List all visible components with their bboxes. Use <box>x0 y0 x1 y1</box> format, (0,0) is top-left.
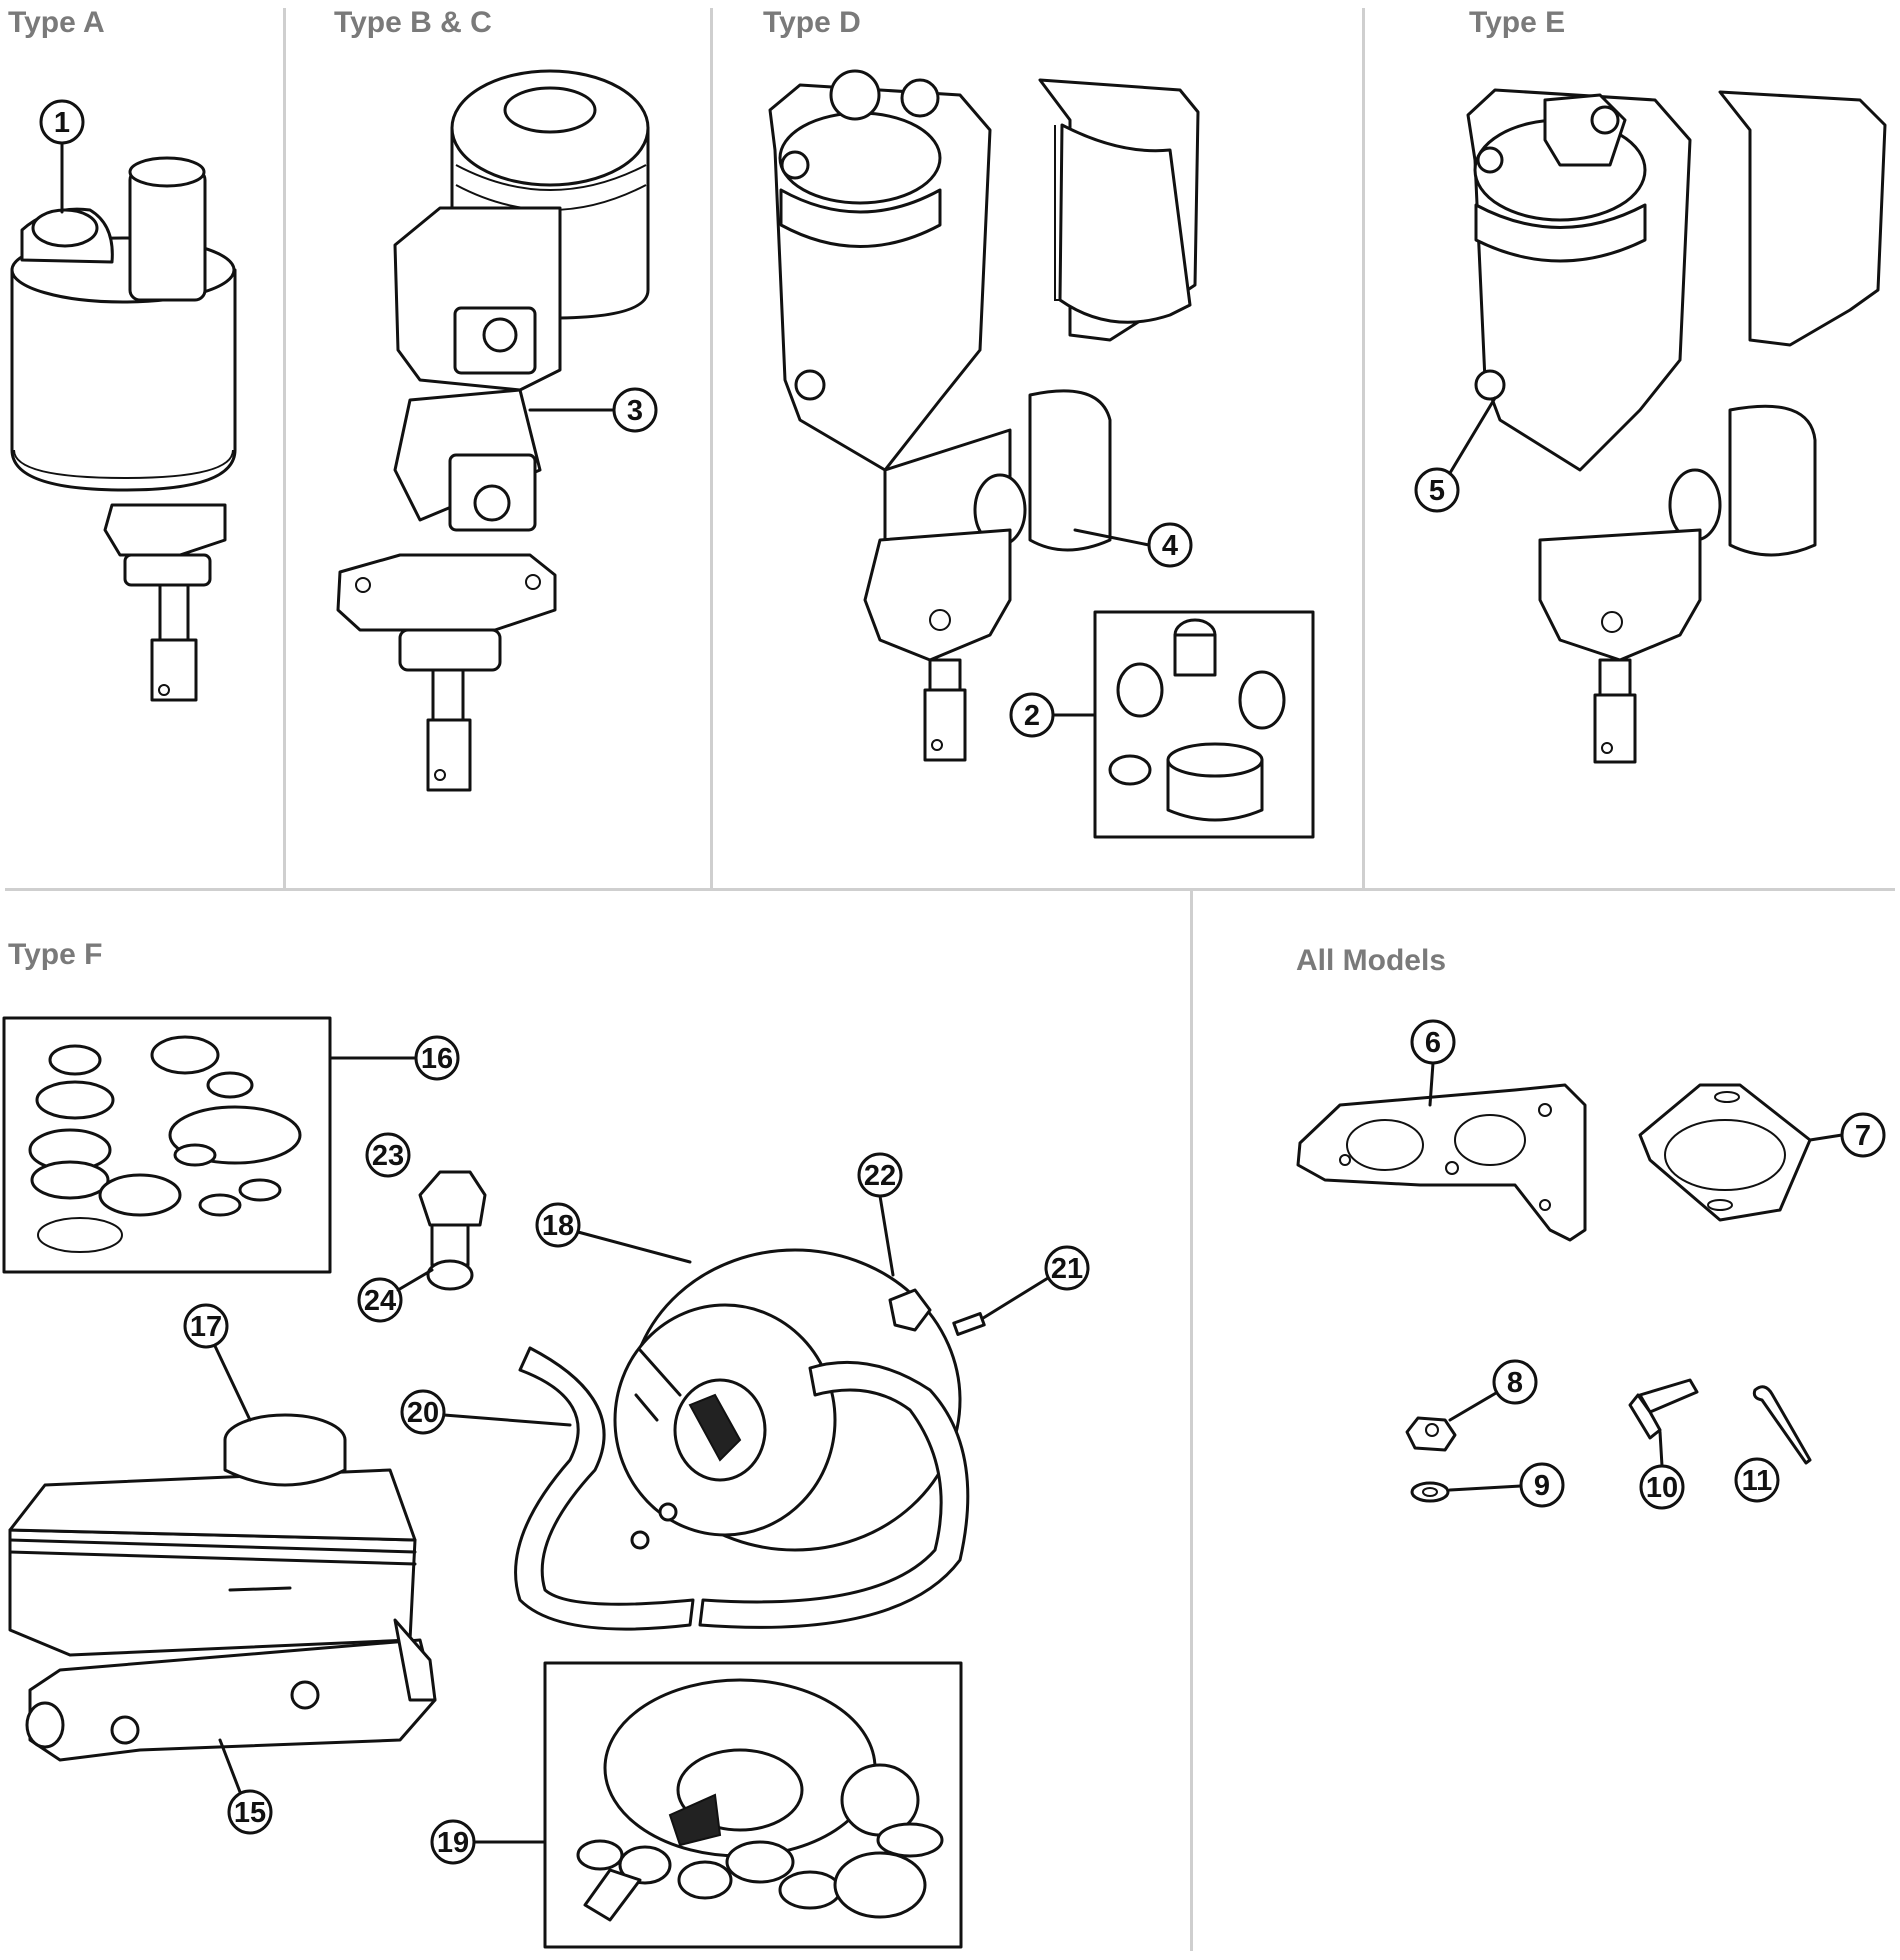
svg-text:22: 22 <box>864 1160 896 1192</box>
divider-d-e <box>1362 8 1365 888</box>
callout-2: 2 <box>1009 692 1097 738</box>
section-title-all-models: All Models <box>1296 944 1447 977</box>
brake-servo-18 <box>613 1248 962 1552</box>
gasket-7 <box>1638 1083 1812 1222</box>
callout-22: 22 <box>857 1152 903 1277</box>
svg-text:23: 23 <box>372 1140 404 1172</box>
master-cylinder-type-bc <box>336 69 650 792</box>
svg-text:11: 11 <box>1742 1465 1773 1497</box>
callout-9: 9 <box>1448 1462 1565 1508</box>
section-title-type-a: Type A <box>8 6 105 39</box>
vacuum-hose-20 <box>514 1346 970 1631</box>
svg-text:6: 6 <box>1425 1027 1441 1059</box>
callout-21: 21 <box>952 1245 1090 1336</box>
callout-20: 20 <box>400 1389 572 1435</box>
split-pin-11 <box>1752 1385 1812 1465</box>
callout-8: 8 <box>1448 1359 1538 1422</box>
svg-text:15: 15 <box>234 1797 266 1829</box>
callout-3: 3 <box>528 387 658 433</box>
svg-text:3: 3 <box>627 395 643 427</box>
seal-kit-box-16 <box>2 1016 332 1274</box>
callout-7: 7 <box>1808 1112 1886 1158</box>
servo-repair-kit-box-19 <box>543 1661 963 1949</box>
callout-23: 23 <box>365 1132 411 1178</box>
section-title-type-d: Type D <box>763 6 861 39</box>
master-cylinder-type-d <box>768 69 1200 762</box>
nut-8 <box>1405 1416 1457 1452</box>
divider-a-b <box>283 8 286 888</box>
svg-text:9: 9 <box>1534 1470 1550 1502</box>
master-cylinder-type-a <box>10 156 237 702</box>
svg-text:20: 20 <box>407 1397 439 1429</box>
svg-text:21: 21 <box>1051 1253 1083 1285</box>
callout-24: 24 <box>357 1268 434 1323</box>
fitting-23-24 <box>418 1170 487 1291</box>
washer-9 <box>1410 1481 1450 1503</box>
section-title-type-f: Type F <box>8 938 103 971</box>
divider-f-all <box>1190 891 1193 1951</box>
callout-19: 19 <box>430 1819 547 1865</box>
svg-text:18: 18 <box>542 1210 574 1242</box>
svg-text:8: 8 <box>1507 1367 1523 1399</box>
section-title-type-bc: Type B & C <box>334 6 492 39</box>
svg-text:5: 5 <box>1429 475 1445 507</box>
svg-text:16: 16 <box>421 1043 453 1075</box>
svg-text:4: 4 <box>1162 530 1178 562</box>
callout-15: 15 <box>218 1738 273 1835</box>
callout-4: 4 <box>1073 522 1193 568</box>
svg-text:2: 2 <box>1024 700 1040 732</box>
divider-b-d <box>710 8 713 888</box>
gasket-6 <box>1296 1083 1587 1242</box>
master-cylinder-type-f <box>8 1413 437 1762</box>
callout-5: 5 <box>1414 396 1497 513</box>
seal-kit-box-type-d <box>1093 610 1315 839</box>
callout-16: 16 <box>328 1035 460 1081</box>
clevis-pin-10 <box>1628 1378 1699 1440</box>
svg-text:19: 19 <box>437 1827 469 1859</box>
callout-6: 6 <box>1410 1019 1456 1107</box>
callout-11: 11 <box>1734 1457 1780 1503</box>
section-title-type-e: Type E <box>1469 6 1566 39</box>
svg-text:24: 24 <box>364 1285 396 1317</box>
master-cylinder-type-e <box>1466 88 1887 764</box>
svg-text:17: 17 <box>190 1311 222 1343</box>
svg-text:10: 10 <box>1646 1472 1678 1504</box>
svg-text:1: 1 <box>54 107 70 139</box>
callout-17: 17 <box>183 1303 252 1422</box>
divider-horizontal <box>5 888 1895 891</box>
callout-1: 1 <box>39 99 85 214</box>
svg-text:7: 7 <box>1855 1120 1871 1152</box>
callout-18: 18 <box>535 1202 692 1264</box>
callout-10: 10 <box>1639 1430 1685 1510</box>
